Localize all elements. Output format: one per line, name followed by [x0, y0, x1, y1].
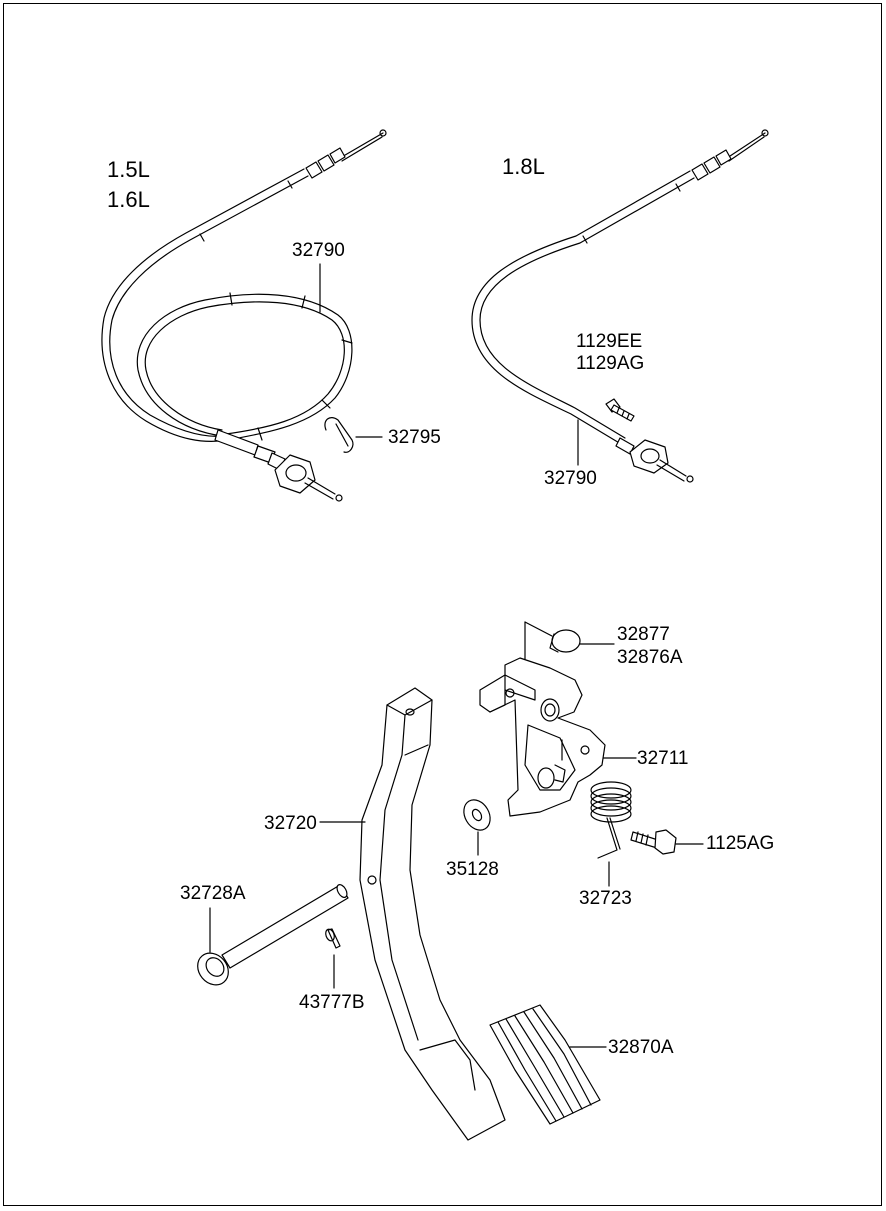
part-label-1129ag[interactable]: 1129AG: [576, 353, 645, 374]
part-label-1125ag[interactable]: 1125AG: [706, 833, 775, 854]
pedal-pad-drawing: [490, 1005, 606, 1124]
cotter-pin-drawing: [324, 928, 340, 988]
washer-drawing: [459, 795, 496, 855]
part-label-43777b[interactable]: 43777B: [299, 992, 365, 1013]
part-label-32795[interactable]: 32795: [388, 427, 441, 448]
bracket-drawing: [480, 658, 636, 816]
bushing-drawing: [525, 622, 614, 670]
bolt-drawing: [631, 830, 703, 854]
part-label-32720[interactable]: 32720: [264, 813, 317, 834]
engine-label-1-8l: 1.8L: [502, 154, 545, 179]
spring-drawing: [591, 782, 631, 886]
part-label-32790-right[interactable]: 32790: [544, 468, 597, 489]
part-label-32790-left[interactable]: 32790: [292, 240, 345, 261]
pin-drawing: [191, 883, 349, 991]
clip-drawing: [325, 418, 382, 453]
part-label-32870a[interactable]: 32870A: [608, 1037, 674, 1058]
cable-left-drawing: [102, 130, 386, 501]
part-label-32728a[interactable]: 32728A: [180, 883, 246, 904]
engine-label-1-5l: 1.5L: [107, 157, 150, 182]
pedal-arm-drawing: [320, 688, 505, 1140]
engine-label-1-6l: 1.6L: [107, 187, 150, 212]
cable-right-drawing: [472, 130, 768, 482]
part-label-32723[interactable]: 32723: [579, 888, 632, 909]
part-label-35128[interactable]: 35128: [446, 859, 499, 880]
part-label-1129ee[interactable]: 1129EE: [576, 331, 643, 352]
diagram-border: [3, 3, 882, 1206]
part-label-32711[interactable]: 32711: [637, 748, 689, 769]
part-label-32876a[interactable]: 32876A: [617, 647, 683, 668]
small-bolt-drawing: [606, 399, 634, 421]
part-label-32877[interactable]: 32877: [617, 624, 670, 645]
